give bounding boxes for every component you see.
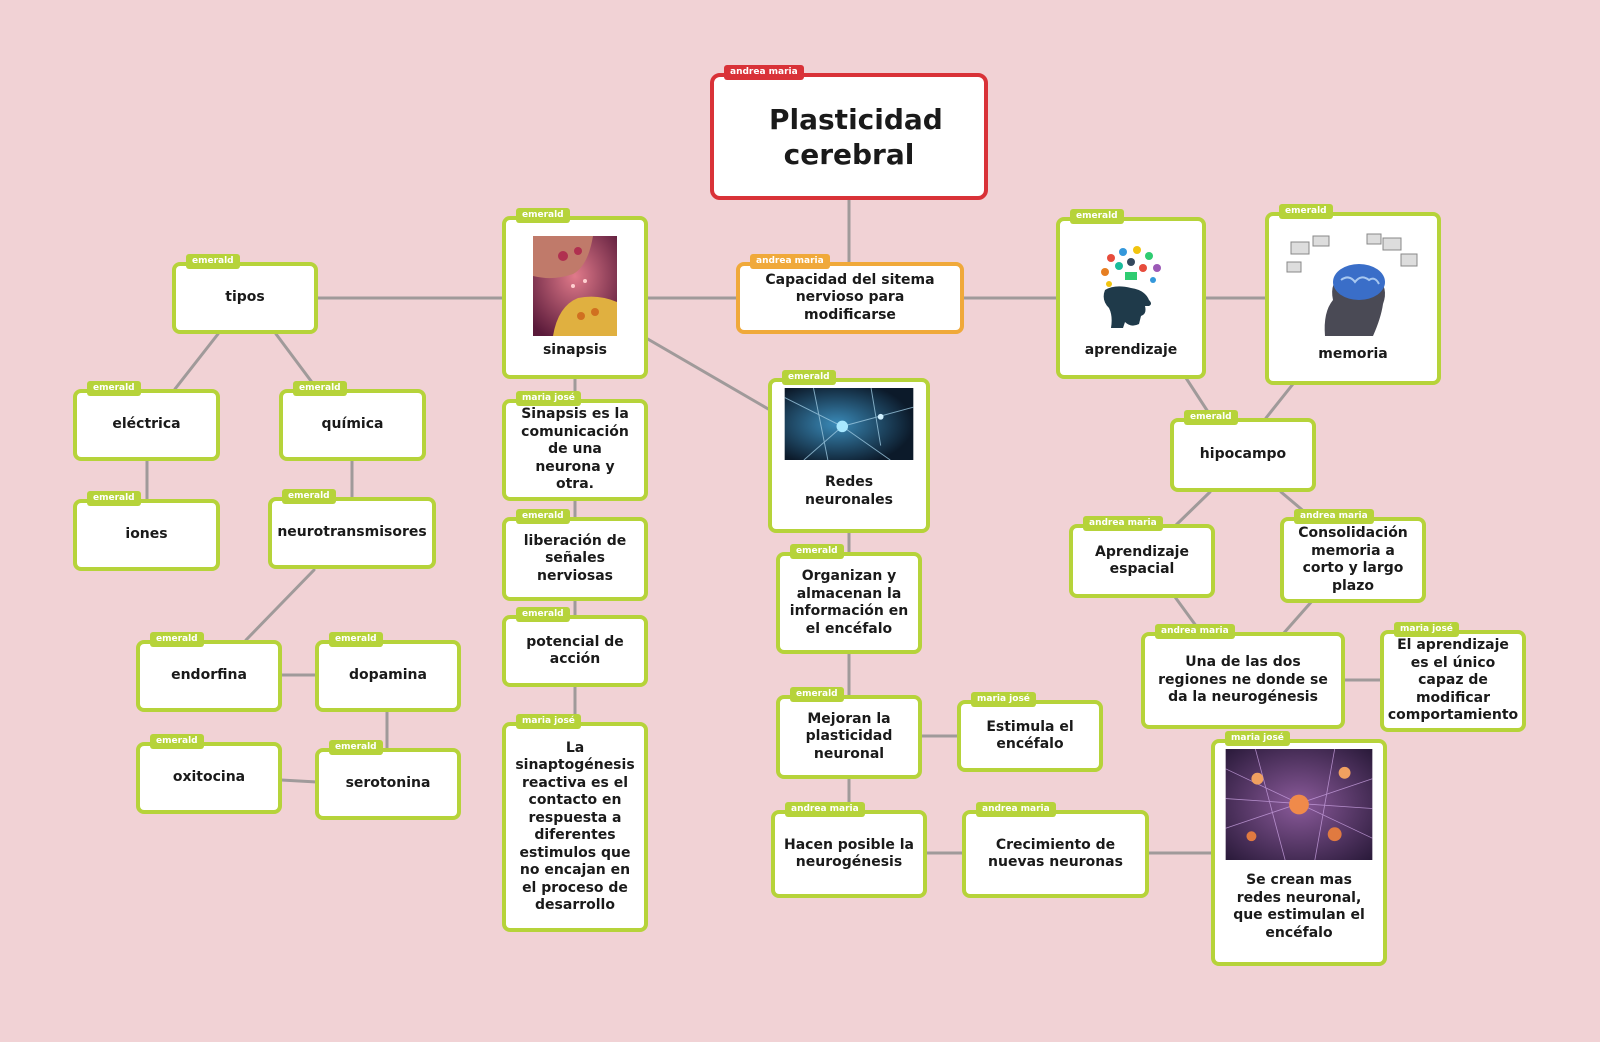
author-tag: maria josé bbox=[516, 714, 581, 729]
node-label: Redes neuronales bbox=[805, 474, 893, 508]
author-tag: emerald bbox=[150, 734, 204, 749]
author-tag: maria josé bbox=[1225, 731, 1290, 746]
node-label: endorfina bbox=[171, 667, 247, 684]
node-oxitocina[interactable]: emerald oxitocina bbox=[136, 734, 282, 814]
node-label: Aprendizaje espacial bbox=[1095, 543, 1189, 578]
node-potencial[interactable]: emerald potencial de acción bbox=[502, 607, 648, 687]
author-tag: maria josé bbox=[971, 692, 1036, 707]
node-organizan[interactable]: emerald Organizan y almacenan la informa… bbox=[776, 544, 922, 654]
node-label: Mejoran la plasticidad neuronal bbox=[805, 710, 893, 762]
author-tag: emerald bbox=[1070, 209, 1124, 224]
node-label: La sinaptogénesis reactiva es el contact… bbox=[515, 739, 635, 914]
node-hacen[interactable]: andrea maria Hacen posible la neurogénes… bbox=[771, 802, 927, 898]
learning-head-image bbox=[1101, 245, 1161, 328]
author-tag: emerald bbox=[87, 381, 141, 396]
node-label: Organizan y almacenan la información en … bbox=[789, 568, 909, 637]
node-aprendizaje-espacial[interactable]: andrea maria Aprendizaje espacial bbox=[1069, 516, 1215, 598]
neurons-image bbox=[1225, 749, 1373, 860]
author-tag: emerald bbox=[790, 544, 844, 559]
node-sinapsis[interactable]: emerald sinapsis bbox=[502, 208, 648, 379]
node-label: Sinapsis es la comunicación de una neuro… bbox=[521, 406, 629, 493]
node-label: neurotransmisores bbox=[277, 524, 427, 541]
node-label: iones bbox=[125, 526, 168, 543]
node-label: aprendizaje bbox=[1084, 341, 1178, 358]
node-iones[interactable]: emerald iones bbox=[73, 491, 220, 571]
node-estimula[interactable]: maria josé Estimula el encéfalo bbox=[957, 692, 1103, 772]
author-tag: emerald bbox=[1184, 410, 1238, 425]
node-label: dopamina bbox=[349, 667, 427, 684]
synapse-image bbox=[533, 235, 617, 336]
author-tag: andrea maria bbox=[976, 802, 1056, 817]
author-tag: emerald bbox=[790, 687, 844, 702]
node-neurotransmisores[interactable]: emerald neurotransmisores bbox=[268, 489, 436, 569]
node-quimica[interactable]: emerald química bbox=[279, 381, 426, 461]
memory-brain-image bbox=[1286, 233, 1418, 336]
node-sinapsis-definicion[interactable]: maria josé Sinapsis es la comunicación d… bbox=[502, 391, 648, 501]
author-tag: emerald bbox=[150, 632, 204, 647]
author-tag: emerald bbox=[782, 370, 836, 385]
node-regiones-neurogenesis[interactable]: andrea maria Una de las dos regiones ne … bbox=[1141, 624, 1345, 729]
node-label: Se crean mas redes neuronal, que estimul… bbox=[1233, 872, 1365, 941]
node-memoria[interactable]: emerald memoria bbox=[1265, 204, 1441, 385]
node-label: hipocampo bbox=[1199, 446, 1287, 463]
author-tag: andrea maria bbox=[750, 254, 830, 269]
author-tag: emerald bbox=[516, 208, 570, 223]
author-tag: andrea maria bbox=[785, 802, 865, 817]
node-plasticidad-cerebral[interactable]: andrea maria Plasticidad cerebral bbox=[710, 65, 988, 200]
node-endorfina[interactable]: emerald endorfina bbox=[136, 632, 282, 712]
node-aprendizaje-unico[interactable]: maria josé El aprendizaje es el único ca… bbox=[1380, 622, 1526, 732]
node-label: tipos bbox=[225, 289, 265, 306]
node-label: memoria bbox=[1318, 345, 1388, 362]
node-crecimiento[interactable]: andrea maria Crecimiento de nuevas neuro… bbox=[962, 802, 1149, 898]
author-tag: emerald bbox=[329, 632, 383, 647]
node-label: Consolidación memoria a corto y largo pl… bbox=[1298, 525, 1408, 594]
node-serotonina[interactable]: emerald serotonina bbox=[315, 740, 461, 820]
node-dopamina[interactable]: emerald dopamina bbox=[315, 632, 461, 712]
author-tag: emerald bbox=[516, 509, 570, 524]
node-redes-neuronales[interactable]: emerald Redes neuronales bbox=[768, 370, 930, 533]
node-label: sinapsis bbox=[542, 341, 608, 358]
node-electrica[interactable]: emerald eléctrica bbox=[73, 381, 220, 461]
node-hipocampo[interactable]: emerald hipocampo bbox=[1170, 410, 1316, 492]
node-label: Capacidad del sitema nervioso para modif… bbox=[765, 271, 935, 323]
author-tag: maria josé bbox=[1394, 622, 1459, 637]
node-consolidacion[interactable]: andrea maria Consolidación memoria a cor… bbox=[1280, 509, 1426, 603]
node-sinaptogenesis[interactable]: maria josé La sinaptogénesis reactiva es… bbox=[502, 714, 648, 932]
map-title: Plasticidad cerebral bbox=[769, 102, 943, 171]
author-tag: emerald bbox=[87, 491, 141, 506]
neural-network-image bbox=[784, 388, 914, 460]
node-liberacion[interactable]: emerald liberación de señales nerviosas bbox=[502, 509, 648, 601]
node-label: liberación de señales nerviosas bbox=[523, 532, 627, 584]
author-tag: emerald bbox=[329, 740, 383, 755]
node-label: eléctrica bbox=[112, 416, 181, 433]
node-capacidad[interactable]: andrea maria Capacidad del sitema nervio… bbox=[736, 254, 964, 334]
node-label: Una de las dos regiones ne donde se da l… bbox=[1158, 654, 1328, 706]
author-tag: emerald bbox=[516, 607, 570, 622]
author-tag: andrea maria bbox=[1083, 516, 1163, 531]
author-tag: emerald bbox=[282, 489, 336, 504]
author-tag: emerald bbox=[186, 254, 240, 269]
node-label: Crecimiento de nuevas neuronas bbox=[988, 836, 1123, 871]
node-label: Hacen posible la neurogénesis bbox=[783, 836, 914, 871]
node-mejoran[interactable]: emerald Mejoran la plasticidad neuronal bbox=[776, 687, 922, 779]
author-tag: andrea maria bbox=[724, 65, 804, 80]
author-tag: andrea maria bbox=[1294, 509, 1374, 524]
author-tag: maria josé bbox=[516, 391, 581, 406]
author-tag: emerald bbox=[1279, 204, 1333, 219]
node-aprendizaje[interactable]: emerald aprendizaje bbox=[1056, 209, 1206, 379]
author-tag: emerald bbox=[293, 381, 347, 396]
node-label: Estimula el encéfalo bbox=[986, 718, 1074, 753]
node-mas-redes[interactable]: maria josé Se crean mas redes neuronal, … bbox=[1211, 731, 1387, 966]
node-label: potencial de acción bbox=[526, 633, 624, 668]
node-tipos[interactable]: emerald tipos bbox=[172, 254, 318, 334]
author-tag: andrea maria bbox=[1155, 624, 1235, 639]
node-label: El aprendizaje es el único capaz de modi… bbox=[1387, 637, 1519, 724]
node-label: oxitocina bbox=[172, 769, 246, 786]
node-label: serotonina bbox=[345, 775, 431, 792]
node-label: química bbox=[321, 416, 384, 433]
